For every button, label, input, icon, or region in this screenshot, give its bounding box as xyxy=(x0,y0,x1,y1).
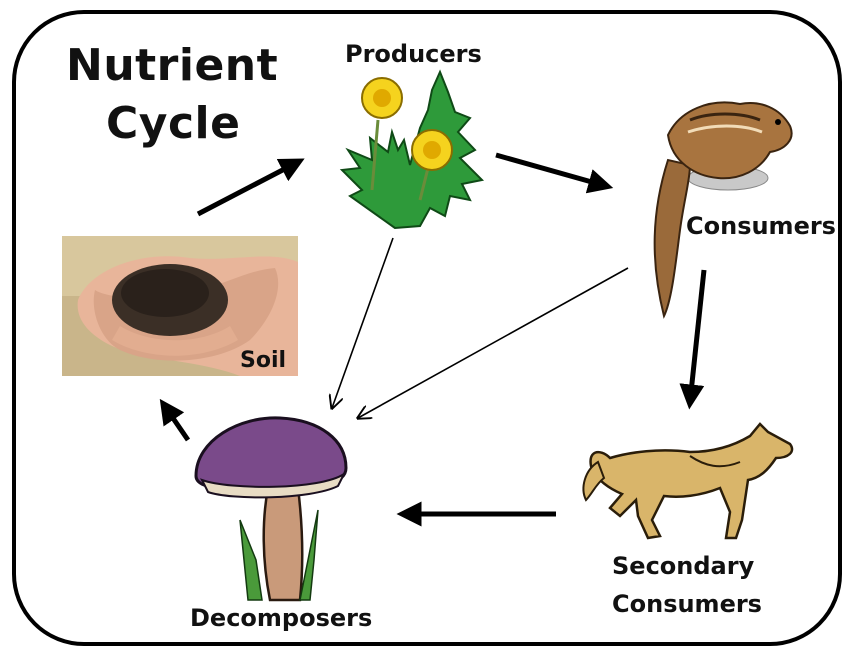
arrow-soil-to-producers xyxy=(198,162,298,214)
producers-plant-image xyxy=(342,72,482,228)
wolf-image xyxy=(583,424,792,538)
decomposers-label: Decomposers xyxy=(190,604,372,632)
arrow-producers-to-decomposers xyxy=(332,238,393,408)
secondary-consumers-label-line1: Secondary xyxy=(612,552,754,580)
diagram-title-line2: Cycle xyxy=(106,98,240,149)
chipmunk-image xyxy=(655,102,792,316)
soil-label: Soil xyxy=(240,348,286,373)
arrow-decomposers-to-soil xyxy=(164,405,188,440)
consumers-label: Consumers xyxy=(686,212,836,240)
diagram-title-line1: Nutrient xyxy=(66,40,278,91)
producers-label: Producers xyxy=(345,40,482,68)
arrow-consumers-to-decomposers xyxy=(358,268,628,418)
arrow-consumers-to-secondary xyxy=(690,270,704,402)
arrow-producers-to-consumers xyxy=(496,155,606,186)
secondary-consumers-label-line2: Consumers xyxy=(612,590,762,618)
mushroom-image xyxy=(196,418,346,600)
